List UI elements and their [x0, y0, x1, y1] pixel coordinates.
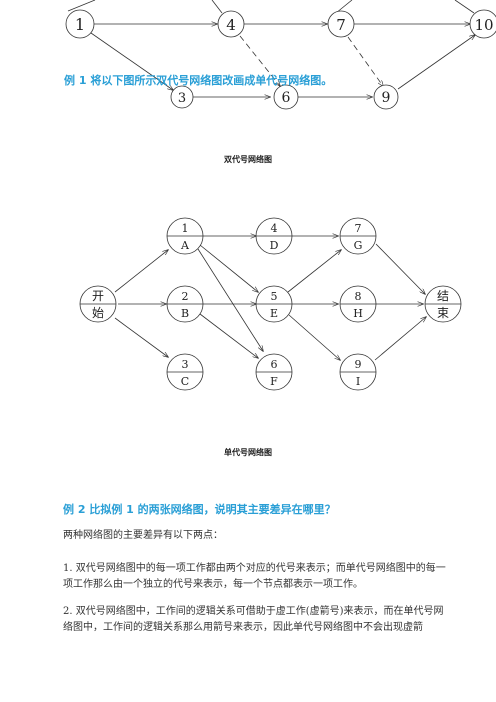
aon-caption: 单代号网络图 [224, 448, 272, 457]
aoa-node-1: 1 [75, 15, 85, 34]
aon-node-8-top: 8 [355, 290, 362, 303]
aon-node-5-top: 5 [271, 290, 278, 303]
aoa-caption: 双代号网络图 [224, 155, 272, 164]
aon-node-9-top: 9 [355, 358, 362, 371]
aoa-node-9: 9 [382, 90, 391, 106]
activity-on-node-diagram: 开 始 1 A 2 B 3 C 4 D 5 E 6 F 7 G 8 H 9 I … [79, 217, 462, 391]
aon-node-start-top: 开 [92, 289, 104, 303]
example2-point2: 2. 双代号网络图中，工作间的逻辑关系可借助于虚工作(虚箭号)来表示，而在单代号… [63, 606, 444, 633]
aon-node-6-bottom: F [270, 375, 278, 388]
activity-on-arrow-diagram: 1 4 7 10 3 6 9 [65, 0, 496, 110]
aoa-node-4: 4 [226, 16, 236, 34]
aon-node-start-bottom: 始 [92, 306, 104, 320]
aon-node-2-bottom: B [181, 307, 189, 320]
aon-node-7-top: 7 [355, 222, 362, 235]
aoa-node-3: 3 [178, 91, 186, 106]
aon-node-7-bottom: G [354, 239, 363, 252]
aon-node-9-bottom: I [356, 375, 360, 388]
example2-point1: 1. 双代号网络图中的每一项工作都由两个对应的代号来表示；而单代号网络图中的每一… [63, 563, 446, 590]
aon-node-3-bottom: C [181, 375, 189, 388]
aon-node-end-top: 结 [437, 289, 449, 303]
aoa-node-7: 7 [336, 16, 346, 34]
example1-text: 例 1 将以下图所示双代号网络图改画成单代号网络图。 [64, 74, 333, 87]
aoa-node-10: 10 [474, 16, 493, 34]
aon-node-1-top: 1 [182, 222, 189, 235]
aon-node-4-bottom: D [270, 239, 279, 252]
example2-title: 例 2 比拟例 1 的两张网络图，说明其主要差异在哪里？ [63, 503, 336, 516]
aon-node-8-bottom: H [353, 307, 363, 320]
aon-node-4-top: 4 [271, 222, 278, 235]
aon-node-3-top: 3 [182, 358, 189, 371]
aon-node-5-bottom: E [270, 307, 278, 320]
aoa-node-6: 6 [282, 90, 291, 106]
example2-intro: 两种网络图的主要差异有以下两点： [63, 530, 223, 541]
aon-node-6-top: 6 [271, 358, 278, 371]
aon-node-1-bottom: A [180, 239, 190, 252]
aon-node-end-bottom: 束 [437, 306, 449, 320]
aon-node-2-top: 2 [182, 290, 189, 303]
